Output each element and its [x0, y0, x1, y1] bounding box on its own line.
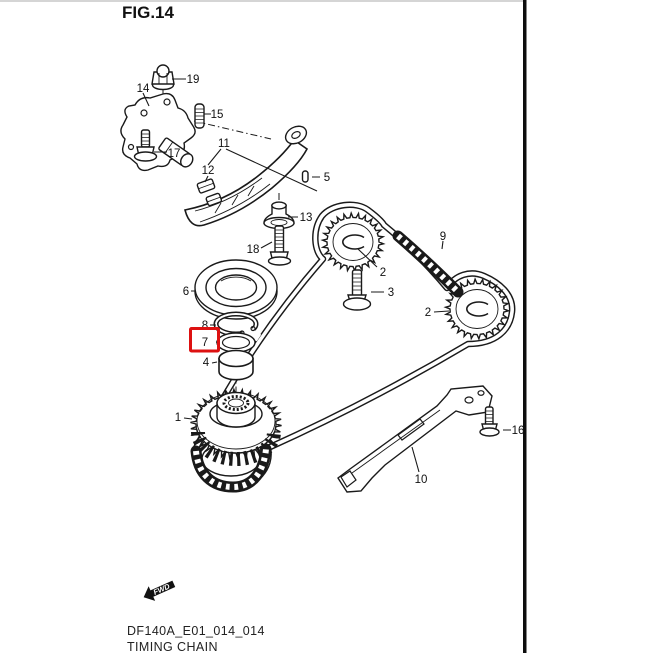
sprocket-center-hole — [342, 234, 365, 250]
callout-9[interactable]: 9 — [440, 231, 446, 243]
callout-15[interactable]: 15 — [211, 109, 224, 121]
arm-ribs — [214, 185, 255, 214]
clip-line — [198, 182, 214, 190]
figure-title: FIG.14 — [122, 3, 175, 22]
fwd-arrow-icon: FWD — [143, 580, 176, 601]
sprocket-center-hole — [466, 301, 489, 317]
figure-name: TIMING CHAIN — [127, 640, 218, 653]
clip-line — [207, 196, 221, 203]
sprocket-bolt — [342, 269, 372, 311]
thread-lines — [486, 410, 493, 422]
helical-teeth-band — [191, 431, 281, 466]
guide-hole — [477, 390, 485, 396]
thread-lines — [353, 273, 361, 291]
callout-1[interactable]: 1 — [175, 412, 181, 424]
top-border-line — [0, 0, 523, 2]
tensioner-bolt — [133, 129, 158, 162]
callout-16[interactable]: 16 — [512, 425, 525, 437]
o-ring-inner — [221, 335, 251, 350]
sprocket-root-circle — [455, 289, 499, 329]
bearing — [194, 259, 278, 320]
callout-19[interactable]: 19 — [187, 74, 200, 86]
cam-sprocket-left — [320, 210, 386, 274]
callout-7[interactable]: 7 — [202, 337, 208, 349]
chain-guide — [337, 385, 493, 493]
nut-facets — [158, 73, 168, 84]
callout-3[interactable]: 3 — [388, 287, 394, 299]
nut-dome — [156, 64, 170, 78]
thread-lines — [142, 133, 149, 145]
gear-bottom-edge — [195, 423, 277, 454]
tensioner-hole — [127, 143, 135, 151]
bearing-bore-arc — [220, 276, 252, 282]
bolt-flange — [342, 297, 372, 311]
chain-links-highlight — [193, 448, 269, 491]
flange-nut — [151, 64, 175, 91]
sprocket-root-circle — [332, 223, 374, 261]
callout-4[interactable]: 4 — [203, 357, 210, 369]
bearing-bore — [214, 274, 258, 301]
tensioner-hole — [140, 109, 148, 117]
guide-slot — [397, 418, 425, 441]
callout-17[interactable]: 17 — [168, 148, 181, 160]
callout-13[interactable]: 13 — [300, 212, 313, 224]
grommet — [263, 201, 295, 230]
plunger-cap — [180, 153, 194, 168]
callout-10[interactable]: 10 — [415, 474, 428, 486]
callout-8[interactable]: 8 — [202, 320, 208, 332]
stud — [194, 103, 205, 129]
guide-edge-line — [351, 409, 441, 474]
arm-boss — [284, 125, 308, 145]
guide-end-tab — [340, 470, 357, 488]
arm-detail-lines — [194, 177, 271, 223]
bolt-flange — [133, 151, 158, 162]
spacer — [218, 349, 254, 381]
bolt-flange — [267, 256, 292, 266]
pin — [301, 170, 309, 183]
sprocket-teeth — [320, 210, 386, 274]
crank-chain-wrap — [190, 443, 272, 493]
guide-body — [337, 385, 493, 493]
guide-bolt-16 — [479, 406, 500, 437]
right-border-line — [523, 0, 527, 653]
spline-bore — [222, 395, 250, 411]
boss-hole — [291, 131, 301, 139]
tensioner-assembly — [120, 92, 196, 172]
highlighted-part-box[interactable] — [189, 327, 220, 353]
callout-11[interactable]: 11 — [218, 138, 230, 150]
bore-hole — [228, 398, 244, 408]
arm-clip-a — [196, 178, 216, 194]
arm-clip-b — [205, 192, 223, 207]
ring-gap — [235, 320, 262, 342]
chain-segment — [392, 230, 464, 298]
callout-12[interactable]: 12 — [202, 165, 215, 177]
bolt-flange — [479, 427, 500, 437]
o-ring — [216, 332, 256, 353]
bolt-shaft — [484, 406, 494, 426]
callouts: 1 2 2 3 4 5 6 7 8 9 10 11 12 13 14 15 16… — [137, 74, 525, 486]
guide-bolt-18 — [267, 225, 292, 266]
callout-6[interactable]: 6 — [183, 286, 189, 298]
arrow-shape — [143, 580, 176, 601]
figure-code: DF140A_E01_014_014 — [127, 624, 265, 638]
thread-lines — [195, 108, 204, 124]
callout-2-left[interactable]: 2 — [380, 267, 386, 279]
spacer-top — [218, 349, 254, 368]
ring-end-hook — [250, 325, 256, 332]
boss-cap — [284, 125, 308, 145]
callout-14[interactable]: 14 — [137, 83, 150, 95]
callout-18[interactable]: 18 — [247, 244, 260, 256]
chain-links — [392, 230, 464, 298]
thread-lines — [275, 229, 283, 248]
grommet-top — [271, 201, 287, 210]
callout-5[interactable]: 5 — [324, 172, 330, 184]
tensioner-arm — [184, 125, 309, 227]
tensioner-stud-hole — [163, 98, 171, 106]
tensioner-plunger — [158, 137, 194, 168]
guide-hole — [464, 396, 474, 404]
crank-gear — [190, 387, 282, 477]
callout-2-right[interactable]: 2 — [425, 307, 431, 319]
